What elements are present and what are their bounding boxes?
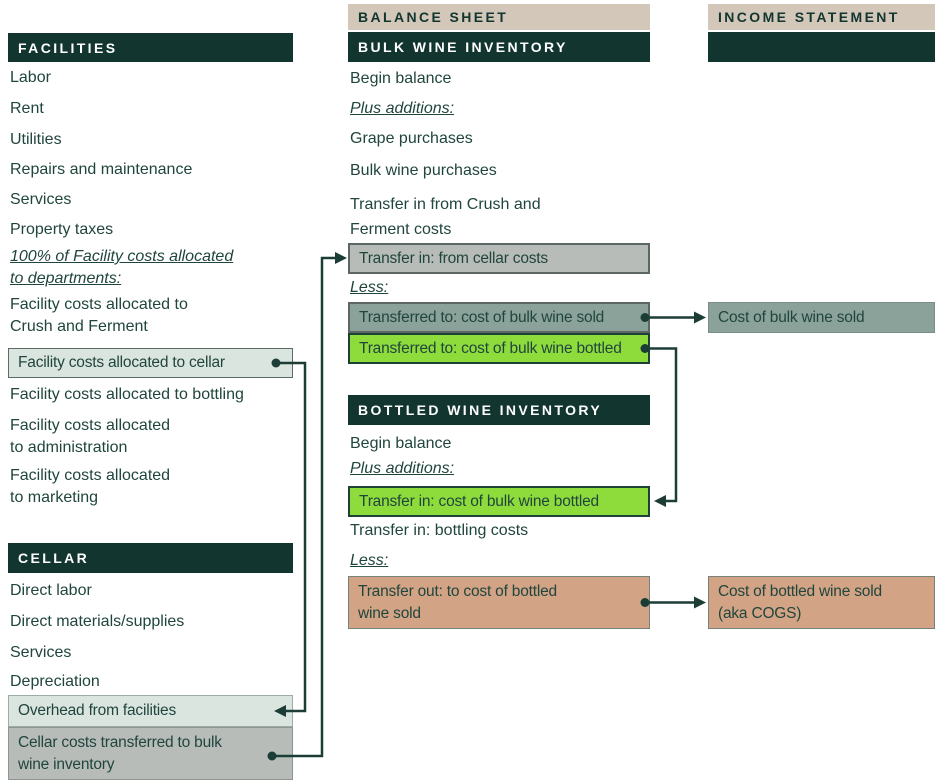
- facilities-alloc-bottling: Facility costs allocated to bottling: [10, 386, 244, 403]
- facilities-item-repairs: Repairs and maintenance: [10, 161, 193, 178]
- arrow-into-transfer-in-cellar: [335, 252, 347, 264]
- cellar-item-direct-materials: Direct materials/supplies: [10, 613, 185, 630]
- bulk-wine-inventory-header: BULK WINE INVENTORY: [348, 32, 650, 62]
- arrow-into-cost-bulk-sold: [694, 311, 706, 324]
- facilities-allocation-note: 100% of Facility costs allocated to depa…: [10, 248, 234, 287]
- facilities-alloc-cellar-box: Facility costs allocated to cellar: [8, 348, 293, 378]
- cellar-item-depreciation: Depreciation: [10, 673, 100, 690]
- income-statement-header: INCOME STATEMENT: [708, 4, 935, 30]
- bulk-wine-purchases: Bulk wine purchases: [350, 162, 497, 179]
- bottled-less: Less:: [350, 552, 389, 569]
- cellar-transfer-out-box: Cellar costs transferred to bulk wine in…: [8, 727, 293, 780]
- income-cost-bulk-sold-box: Cost of bulk wine sold: [708, 302, 935, 333]
- facilities-item-rent: Rent: [10, 100, 44, 117]
- cellar-header: CELLAR: [8, 543, 293, 573]
- facilities-alloc-admin: Facility costs allocated to administrati…: [10, 417, 171, 456]
- balance-sheet-header: BALANCE SHEET: [348, 4, 650, 30]
- bulk-transferred-to-bottled-box: Transferred to: cost of bulk wine bottle…: [348, 333, 650, 364]
- bottled-transfer-in-bottled-box: Transfer in: cost of bulk wine bottled: [348, 486, 650, 517]
- bottled-transfer-out-box: Transfer out: to cost of bottled wine so…: [348, 576, 650, 629]
- facilities-item-services: Services: [10, 191, 72, 208]
- bottled-wine-inventory-header: BOTTLED WINE INVENTORY: [348, 395, 650, 425]
- facilities-item-utilities: Utilities: [10, 131, 62, 148]
- bulk-begin-balance: Begin balance: [350, 70, 452, 87]
- facilities-item-labor: Labor: [10, 69, 51, 86]
- bulk-transferred-to-sold-box: Transferred to: cost of bulk wine sold: [348, 302, 650, 333]
- cellar-item-direct-labor: Direct labor: [10, 582, 92, 599]
- cellar-item-services: Services: [10, 644, 72, 661]
- income-cost-bottled-sold-box: Cost of bottled wine sold (aka COGS): [708, 576, 935, 629]
- facilities-alloc-crush: Facility costs allocated to Crush and Fe…: [10, 296, 188, 335]
- cellar-overhead-box: Overhead from facilities: [8, 695, 293, 727]
- bulk-grape-purchases: Grape purchases: [350, 130, 473, 147]
- bulk-transfer-in-cellar-box: Transfer in: from cellar costs: [348, 243, 650, 274]
- arrow-into-cost-bottled-sold: [694, 596, 706, 609]
- arrow-into-transfer-in-bottled: [654, 495, 666, 507]
- bulk-plus-additions: Plus additions:: [350, 100, 455, 117]
- bottled-plus-additions: Plus additions:: [350, 460, 455, 477]
- bottled-transfer-in-bottling: Transfer in: bottling costs: [350, 522, 529, 539]
- facilities-item-property-taxes: Property taxes: [10, 221, 114, 238]
- income-statement-spacer-bar: [708, 32, 935, 62]
- facilities-alloc-marketing: Facility costs allocated to marketing: [10, 467, 171, 506]
- bulk-transfer-in-crush: Transfer in from Crush and Ferment costs: [350, 196, 541, 238]
- facilities-header: FACILITIES: [8, 33, 293, 62]
- bottled-begin-balance: Begin balance: [350, 435, 452, 452]
- bulk-less: Less:: [350, 279, 389, 296]
